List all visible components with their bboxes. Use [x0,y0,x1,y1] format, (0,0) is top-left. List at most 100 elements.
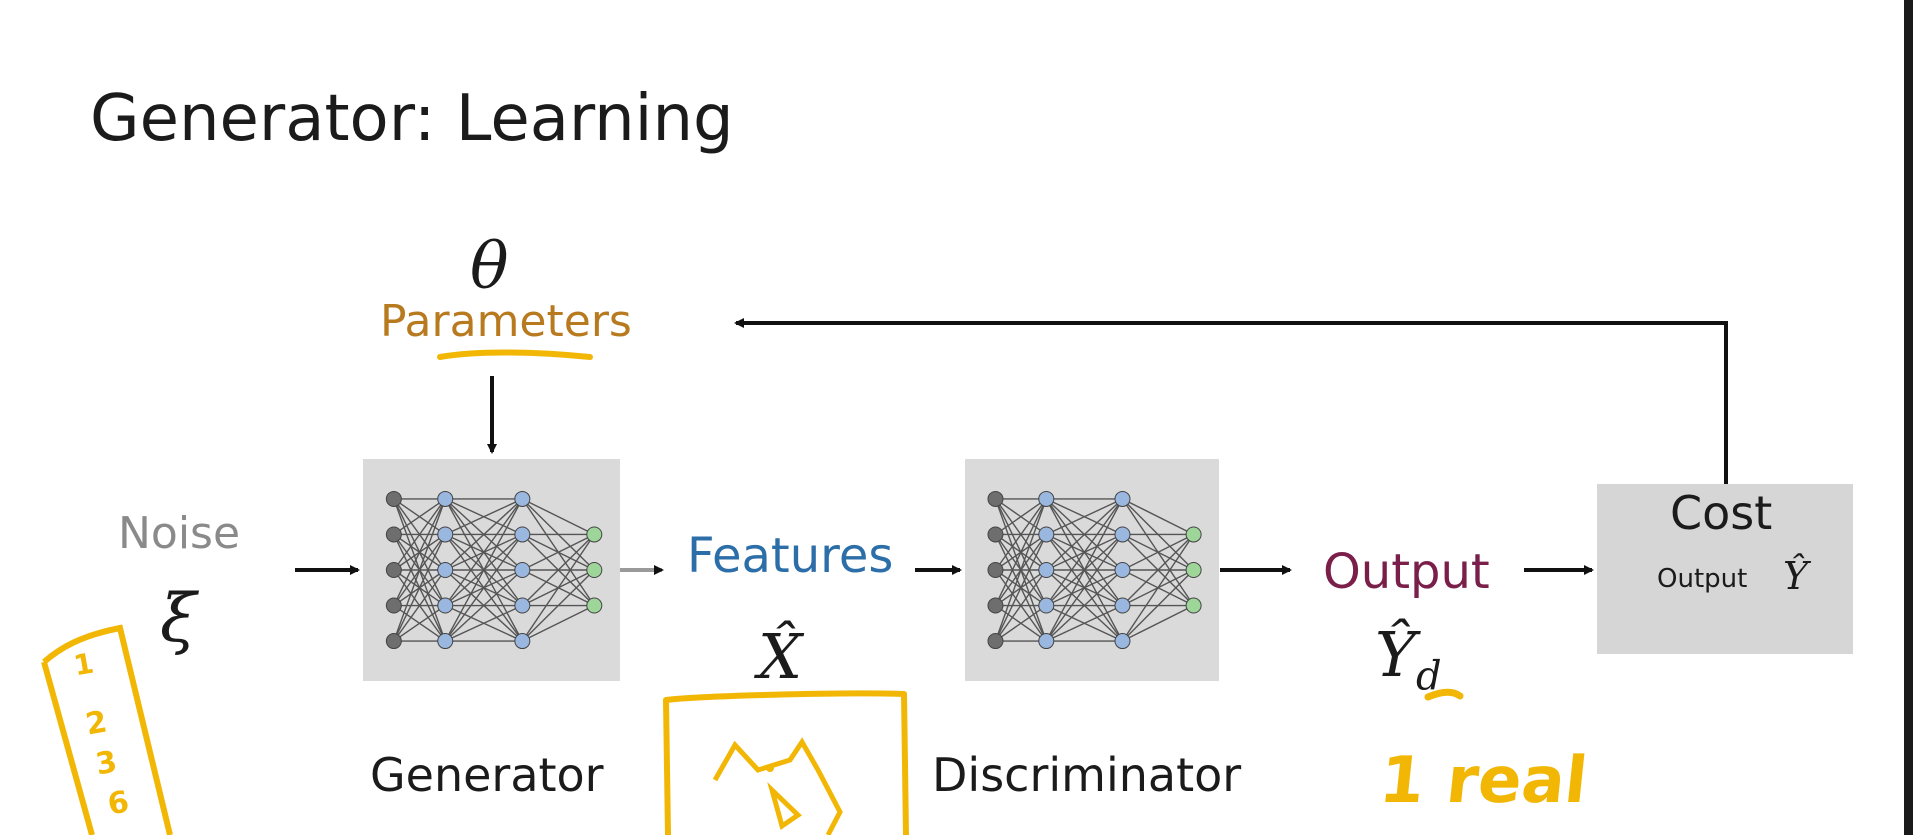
network-node [437,633,454,650]
cost-y-hat-symbol: Ŷ [1783,554,1809,598]
network-node [385,490,402,507]
features-label: Features [687,528,894,584]
network-edge [995,604,1047,642]
x-hat-text: X̂ [758,620,803,693]
network-node [1114,526,1131,543]
network-node [514,633,531,650]
network-edge [444,534,523,642]
network-edge [393,498,446,606]
network-edge [393,604,446,642]
network-node [514,526,531,543]
network-node [385,597,402,614]
discriminator-label: Discriminator [932,748,1242,802]
network-edge [1122,533,1194,571]
network-edge [1122,498,1194,536]
network-node [1114,562,1131,578]
discriminator-network-box [965,459,1219,681]
network-edge [522,498,595,536]
network-edge [393,569,446,642]
handwritten-note-1-real: 1 real [1376,744,1591,818]
generator-network-box [363,459,620,681]
network-node [1038,597,1055,614]
network-edge [995,498,1047,536]
network-edge [521,569,595,642]
network-node [987,597,1004,614]
theta-symbol: θ [470,230,509,304]
y-hat-text: Ŷ [1375,618,1416,691]
noise-label: Noise [118,508,241,559]
network-node [1185,562,1202,578]
network-edge [393,534,446,642]
network-edge [522,533,595,571]
network-node [1114,597,1131,614]
network-node [385,562,402,578]
network-node [437,597,454,614]
feedback-arrow-cost-to-parameters [734,318,1728,484]
network-edge [1121,534,1195,642]
network-edge [1045,498,1123,571]
xi-symbol: ξ [160,580,197,657]
output-label: Output [1323,544,1490,600]
network-edge [444,498,523,606]
network-node [1185,597,1202,614]
parameters-label: Parameters [380,296,632,347]
network-node [385,526,402,543]
network-edge [393,498,446,571]
network-edge [1122,604,1194,642]
window-edge [1904,0,1913,835]
network-edge [994,498,1047,571]
network-edge [1121,569,1195,642]
network-edge [994,569,1047,642]
network-edge [1045,498,1123,536]
network-node [514,490,531,507]
network-edge [1045,569,1123,642]
network-edge [1121,533,1195,607]
network-node [1038,490,1055,507]
network-edge [521,534,595,642]
network-edge [444,604,523,642]
cost-label: Cost [1670,486,1773,540]
network-node [987,526,1004,543]
network-node [1114,490,1131,507]
generator-label: Generator [370,748,604,802]
y-subscript-underline-stroke [1424,688,1464,701]
network-edge [1045,498,1124,642]
network-node [514,597,531,614]
network-node [987,562,1004,578]
x-hat-symbol: X̂ [758,620,802,693]
network-edge [521,533,595,607]
network-node [437,526,454,543]
network-node [586,562,603,578]
generator-network-diagram [385,490,603,650]
network-node [385,633,402,650]
network-node [1038,526,1055,543]
network-edge [994,498,1047,606]
network-node [586,597,603,614]
network-node [437,490,454,507]
network-edge [444,498,523,571]
network-edge [994,534,1047,642]
discriminator-network-diagram [987,490,1202,650]
network-node [586,526,603,543]
cost-box: Cost Output Ŷ [1597,484,1853,654]
y-hat-d-symbol: Ŷd [1375,618,1442,699]
network-edge [393,498,446,536]
network-node [1038,562,1055,578]
network-edge [1045,498,1124,606]
cost-output-label: Output [1657,564,1748,594]
parameters-underline-stroke [437,349,593,360]
network-node [1185,526,1202,543]
network-edge [1045,604,1123,642]
network-node [987,633,1004,650]
network-node [437,562,454,578]
network-edge [444,498,523,642]
network-edge [393,498,446,642]
network-edge [444,498,523,536]
handwritten-list-bracket [41,624,173,835]
network-node [1114,633,1131,650]
network-node [1038,633,1055,650]
slide-title: Generator: Learning [90,82,734,156]
cat-sketch-frame [663,690,909,835]
network-edge [994,498,1047,642]
